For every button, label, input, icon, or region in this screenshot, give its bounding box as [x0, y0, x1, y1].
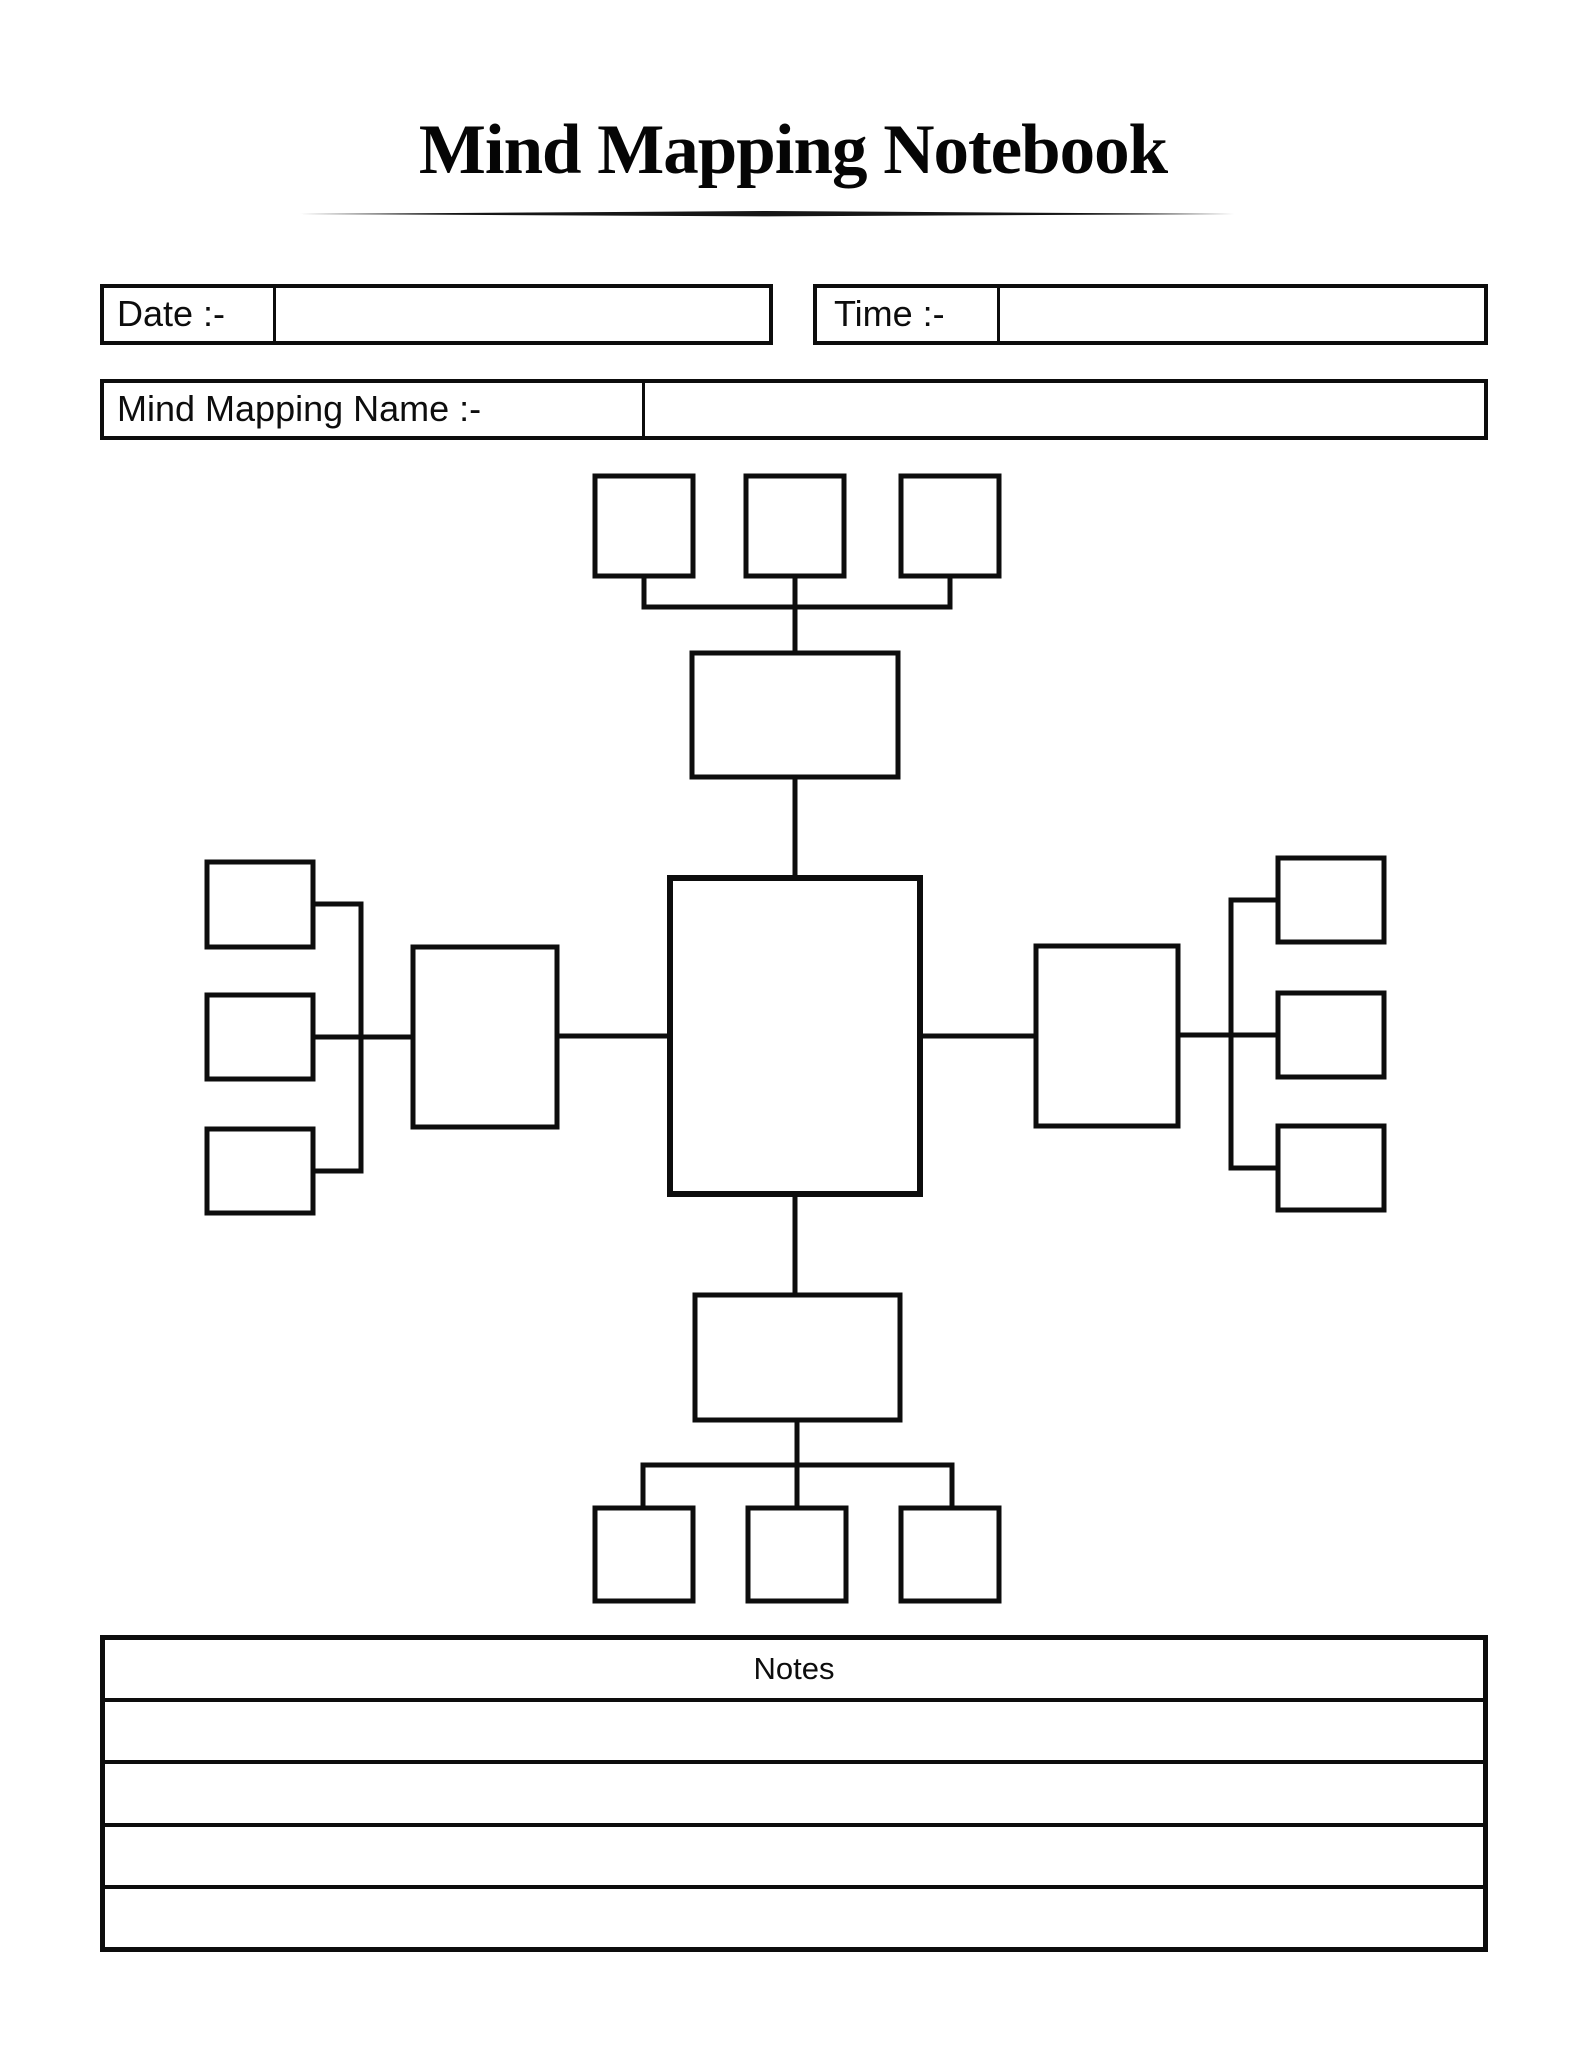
mindmap-left-subtopic-box-1[interactable] — [204, 859, 316, 950]
mindmap-right-subtopic-box-2[interactable] — [1275, 990, 1387, 1080]
mindmap-left-subtopic-box-3[interactable] — [204, 1126, 316, 1216]
connector-line — [1228, 897, 1280, 1171]
mindmap-left-branch-box[interactable] — [410, 944, 560, 1130]
mindmap-top-subtopic-box-2[interactable] — [743, 473, 847, 579]
notes-line-2[interactable] — [105, 1760, 1483, 1822]
mindmap-top-subtopic-box-1[interactable] — [592, 473, 696, 579]
time-field: Time :- — [813, 284, 1488, 345]
title-underline-divider — [300, 211, 1234, 217]
mindmap-bottom-branch-box[interactable] — [692, 1292, 903, 1423]
mindmap-right-branch — [1033, 855, 1387, 1213]
notes-line-3[interactable] — [105, 1822, 1483, 1885]
notes-line-4[interactable] — [105, 1884, 1483, 1947]
connector-line — [640, 1462, 955, 1509]
mindmap-right-branch-box[interactable] — [1033, 943, 1181, 1129]
mindmap-bottom-subtopic-box-1[interactable] — [592, 1505, 696, 1604]
page-title: Mind Mapping Notebook — [418, 111, 1168, 189]
mindmap-bottom-branch — [592, 1292, 1002, 1604]
mindmap-right-subtopic-box-1[interactable] — [1275, 855, 1387, 945]
mindmap-left-subtopic-box-2[interactable] — [204, 992, 316, 1082]
date-input-area[interactable] — [273, 288, 769, 341]
mind-map-name-field: Mind Mapping Name :- — [100, 379, 1488, 440]
mindmap-right-subtopic-box-3[interactable] — [1275, 1123, 1387, 1213]
notes-header: Notes — [753, 1651, 835, 1686]
mind-map-connectors — [313, 576, 1280, 1509]
mindmap-bottom-subtopic-box-3[interactable] — [898, 1505, 1002, 1604]
date-field: Date :- — [100, 284, 773, 345]
mind-map-name-input-area[interactable] — [642, 383, 1484, 436]
mindmap-top-subtopic-box-3[interactable] — [898, 473, 1002, 579]
date-label: Date :- — [117, 293, 226, 334]
time-label: Time :- — [834, 293, 945, 334]
mind-map-name-label: Mind Mapping Name :- — [117, 388, 482, 429]
mindmap-central-topic-box[interactable] — [667, 875, 923, 1197]
mindmap-bottom-subtopic-box-2[interactable] — [745, 1505, 849, 1604]
time-input-area[interactable] — [997, 288, 1484, 341]
mindmap-top-branch-box[interactable] — [689, 650, 901, 780]
notes-section: Notes — [100, 1635, 1488, 1952]
notes-line-1[interactable] — [105, 1698, 1483, 1760]
mindmap-left-branch — [204, 859, 560, 1216]
mindmap-top-branch — [592, 473, 1002, 780]
